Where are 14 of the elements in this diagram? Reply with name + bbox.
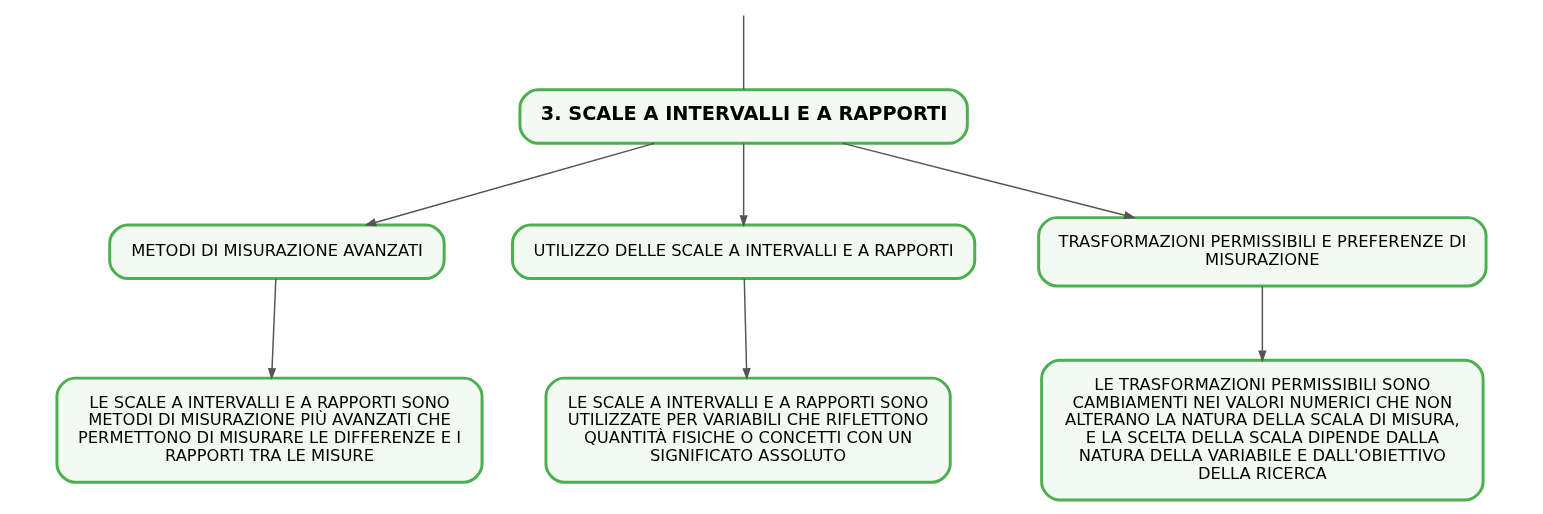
arrow (267, 278, 277, 381)
arrow (364, 142, 655, 227)
arrow (739, 142, 748, 228)
node-box: LE TRASFORMAZIONI PERMISSIBILI SONO CAMBIAMENTI NEI VALORI NUMERICI CHE NON ALTERANO LA NATURA DELLA SCALA DI MISURA, E LA SCELTA DELLA SCALA DIPENDE DALLA NATURA DELLA VARIABILE E DALL'OBIETTIVO DELLA RICERCA (1040, 358, 1485, 502)
arrow (742, 278, 751, 381)
arrow (1258, 285, 1267, 363)
node-box: TRASFORMAZIONI PERMISSIBILI E PREFERENZE DI MISURAZIONE (1037, 216, 1488, 288)
arrow (842, 142, 1136, 220)
connector (742, 14, 745, 91)
node-box: LE SCALE A INTERVALLI E A RAPPORTI SONO UTILIZZATE PER VARIABILI CHE RIFLETTONO QUANTITÀ FISICHE O CONCETTI CON UN SIGNIFICATO ASSOLUTO (544, 376, 952, 484)
node-box: 3. SCALE A INTERVALLI E A RAPPORTI (518, 88, 969, 145)
node-box: UTILIZZO DELLE SCALE A INTERVALLI E A RAPPORTI (511, 223, 977, 281)
node-box: METODI DI MISURAZIONE AVANZATI (108, 223, 446, 281)
node-box: LE SCALE A INTERVALLI E A RAPPORTI SONO METODI DI MISURAZIONE PIÙ AVANZATI CHE PERMETTONO DI MISURARE LE DIFFERENZE E I RAPPORTI TRA LE MISURE (55, 376, 484, 484)
